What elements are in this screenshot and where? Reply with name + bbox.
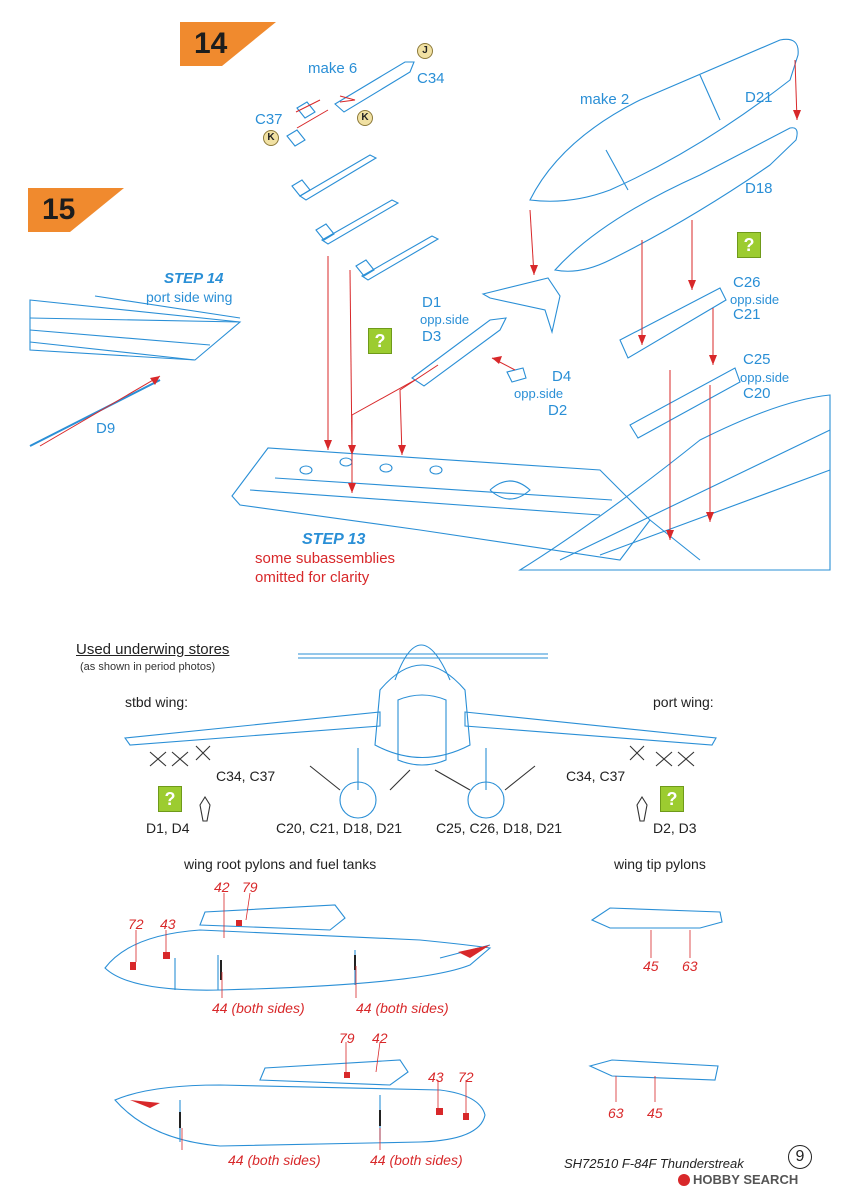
- decal-43-bottom: 43: [428, 1069, 444, 1085]
- badge-shape-icon: [180, 22, 276, 66]
- callout-k-icon: K: [357, 110, 373, 126]
- watermark-logo-icon: [678, 1174, 690, 1186]
- decal-42-top: 42: [214, 879, 230, 895]
- d4-opp-side-label: opp.side: [514, 386, 564, 401]
- decal-72-top: 72: [128, 916, 144, 932]
- watermark-text: HOBBY SEARCH: [693, 1172, 799, 1187]
- stores-subheading: (as shown in period photos): [80, 661, 216, 673]
- decal-44-bottom-left: 44 (both sides): [228, 1152, 321, 1168]
- decal-63-tip-a: 63: [682, 958, 698, 974]
- c20-label: C20: [743, 385, 771, 402]
- decal-44-top-left: 44 (both sides): [212, 1000, 305, 1016]
- stores-heading: Used underwing stores: [76, 641, 230, 658]
- tanks-left-label: C20, C21, D18, D21: [276, 820, 403, 836]
- decal-44-top-right: 44 (both sides): [356, 1000, 449, 1016]
- c26-label: C26: [733, 274, 761, 291]
- d1-d4-label: D1, D4: [146, 820, 190, 836]
- step13-note-line1: some subassemblies: [255, 550, 396, 567]
- decal-44-bottom-right: 44 (both sides): [370, 1152, 463, 1168]
- step13-title: STEP 13: [302, 531, 366, 548]
- make-2-label: make 2: [580, 91, 630, 108]
- c26-opp-side-label: opp.side: [730, 292, 780, 307]
- step-14-badge: 14: [180, 22, 276, 66]
- page-number: 9: [788, 1145, 812, 1169]
- wing-root-decals-title: wing root pylons and fuel tanks: [184, 856, 377, 872]
- step-15-badge: 15: [28, 188, 124, 232]
- step-14-number: 14: [194, 27, 228, 60]
- decal-45-tip-a: 45: [643, 958, 659, 974]
- decal-42-bottom: 42: [372, 1030, 388, 1046]
- tanks-right-label: C25, C26, D18, D21: [436, 820, 563, 836]
- decal-43-top: 43: [160, 916, 176, 932]
- d4-label: D4: [552, 368, 572, 385]
- d9-label: D9: [96, 420, 116, 437]
- d18-label: D18: [745, 180, 773, 197]
- decal-72-bottom: 72: [458, 1069, 474, 1085]
- kit-code-title: SH72510 F-84F Thunderstreak: [564, 1156, 744, 1171]
- make-6-label: make 6: [308, 60, 358, 77]
- c34-label: C34: [417, 70, 445, 87]
- unknown-part-icon: ?: [368, 328, 392, 354]
- decal-79-top: 79: [242, 879, 258, 895]
- port-wing-label: port wing:: [653, 694, 714, 710]
- decal-63-tip-b: 63: [608, 1105, 624, 1121]
- wing-tip-decals-title: wing tip pylons: [614, 856, 706, 872]
- d2-label: D2: [548, 402, 568, 419]
- step15-ref-title: STEP 14: [164, 270, 224, 287]
- c34-c37-right-label: C34, C37: [566, 768, 626, 784]
- c37-label: C37: [255, 111, 283, 128]
- c25-opp-side-label: opp.side: [740, 370, 790, 385]
- d21-label: D21: [745, 89, 773, 106]
- d1-opp-side-label: opp.side: [420, 312, 470, 327]
- d1-label: D1: [422, 294, 442, 311]
- callout-j-icon: J: [417, 43, 433, 59]
- step13-note-line2: omitted for clarity: [255, 569, 370, 586]
- c25-label: C25: [743, 351, 771, 368]
- decal-79-bottom: 79: [339, 1030, 355, 1046]
- d2-d3-label: D2, D3: [653, 820, 697, 836]
- c21-label: C21: [733, 306, 761, 323]
- step15-ref-subtitle: port side wing: [146, 289, 233, 305]
- callout-k-icon: K: [263, 130, 279, 146]
- unknown-part-icon: ?: [737, 232, 761, 258]
- badge-shape-icon: [28, 188, 124, 232]
- decal-45-tip-b: 45: [647, 1105, 663, 1121]
- c34-c37-left-label: C34, C37: [216, 768, 276, 784]
- step-15-number: 15: [42, 193, 76, 226]
- unknown-part-icon: ?: [660, 786, 684, 812]
- unknown-part-icon: ?: [158, 786, 182, 812]
- d3-label: D3: [422, 328, 442, 345]
- stbd-wing-label: stbd wing:: [125, 694, 189, 710]
